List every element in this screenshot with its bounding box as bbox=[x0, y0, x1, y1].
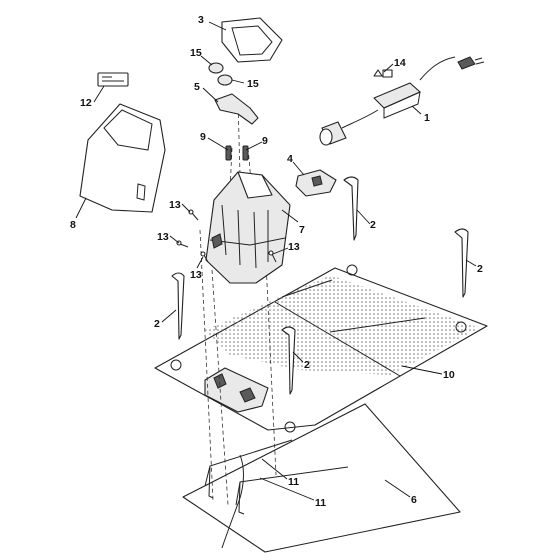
callout-2-left: 2 bbox=[154, 318, 160, 330]
pegs-part-11 bbox=[204, 439, 349, 515]
callout-13-left: 13 bbox=[157, 231, 169, 243]
assembly-lines bbox=[199, 99, 277, 506]
callout-5: 5 bbox=[194, 81, 200, 93]
plug-adapter bbox=[319, 121, 347, 146]
bracket-part-5 bbox=[214, 93, 259, 125]
cover-housing-part-8 bbox=[79, 103, 166, 213]
callout-12: 12 bbox=[80, 97, 92, 109]
callout-3: 3 bbox=[198, 14, 204, 26]
callout-11-upper: 11 bbox=[288, 476, 299, 488]
callout-2-center: 2 bbox=[304, 359, 310, 371]
ground-stakes-part-2 bbox=[171, 176, 469, 395]
callout-2-top: 2 bbox=[370, 219, 376, 231]
connectors-part-9 bbox=[225, 145, 249, 161]
callout-6: 6 bbox=[411, 494, 417, 506]
warning-label-part-14 bbox=[373, 69, 393, 78]
callout-4: 4 bbox=[287, 153, 293, 165]
perimeter-wire-sheet-part-6 bbox=[182, 403, 461, 553]
callout-13-bottom: 13 bbox=[190, 269, 202, 281]
callout-labels: 3 15 15 5 12 14 1 9 9 4 8 13 13 13 13 7 … bbox=[70, 14, 483, 509]
cover-top-part-3 bbox=[221, 17, 283, 63]
label-part-12 bbox=[97, 72, 129, 87]
screws-part-13 bbox=[176, 209, 277, 263]
callout-10: 10 bbox=[443, 369, 455, 381]
callout-9-right: 9 bbox=[262, 135, 268, 147]
docking-station-part-7 bbox=[205, 171, 291, 284]
callout-14: 14 bbox=[394, 57, 406, 69]
callout-13-top: 13 bbox=[169, 199, 181, 211]
callout-15-upper: 15 bbox=[190, 47, 202, 59]
callout-9-left: 9 bbox=[200, 131, 206, 143]
power-supply-part-1 bbox=[341, 56, 485, 129]
callout-13-right: 13 bbox=[288, 241, 300, 253]
callout-15-lower: 15 bbox=[247, 78, 259, 90]
connector-part-4 bbox=[295, 169, 337, 197]
callout-11-lower: 11 bbox=[315, 497, 326, 509]
callout-8: 8 bbox=[70, 219, 76, 231]
callout-2-right: 2 bbox=[477, 263, 483, 275]
clips-part-15 bbox=[208, 62, 233, 86]
leader-lines bbox=[75, 21, 477, 501]
callout-7: 7 bbox=[299, 224, 305, 236]
callout-1: 1 bbox=[424, 112, 430, 124]
base-plate-part-10 bbox=[154, 264, 488, 433]
